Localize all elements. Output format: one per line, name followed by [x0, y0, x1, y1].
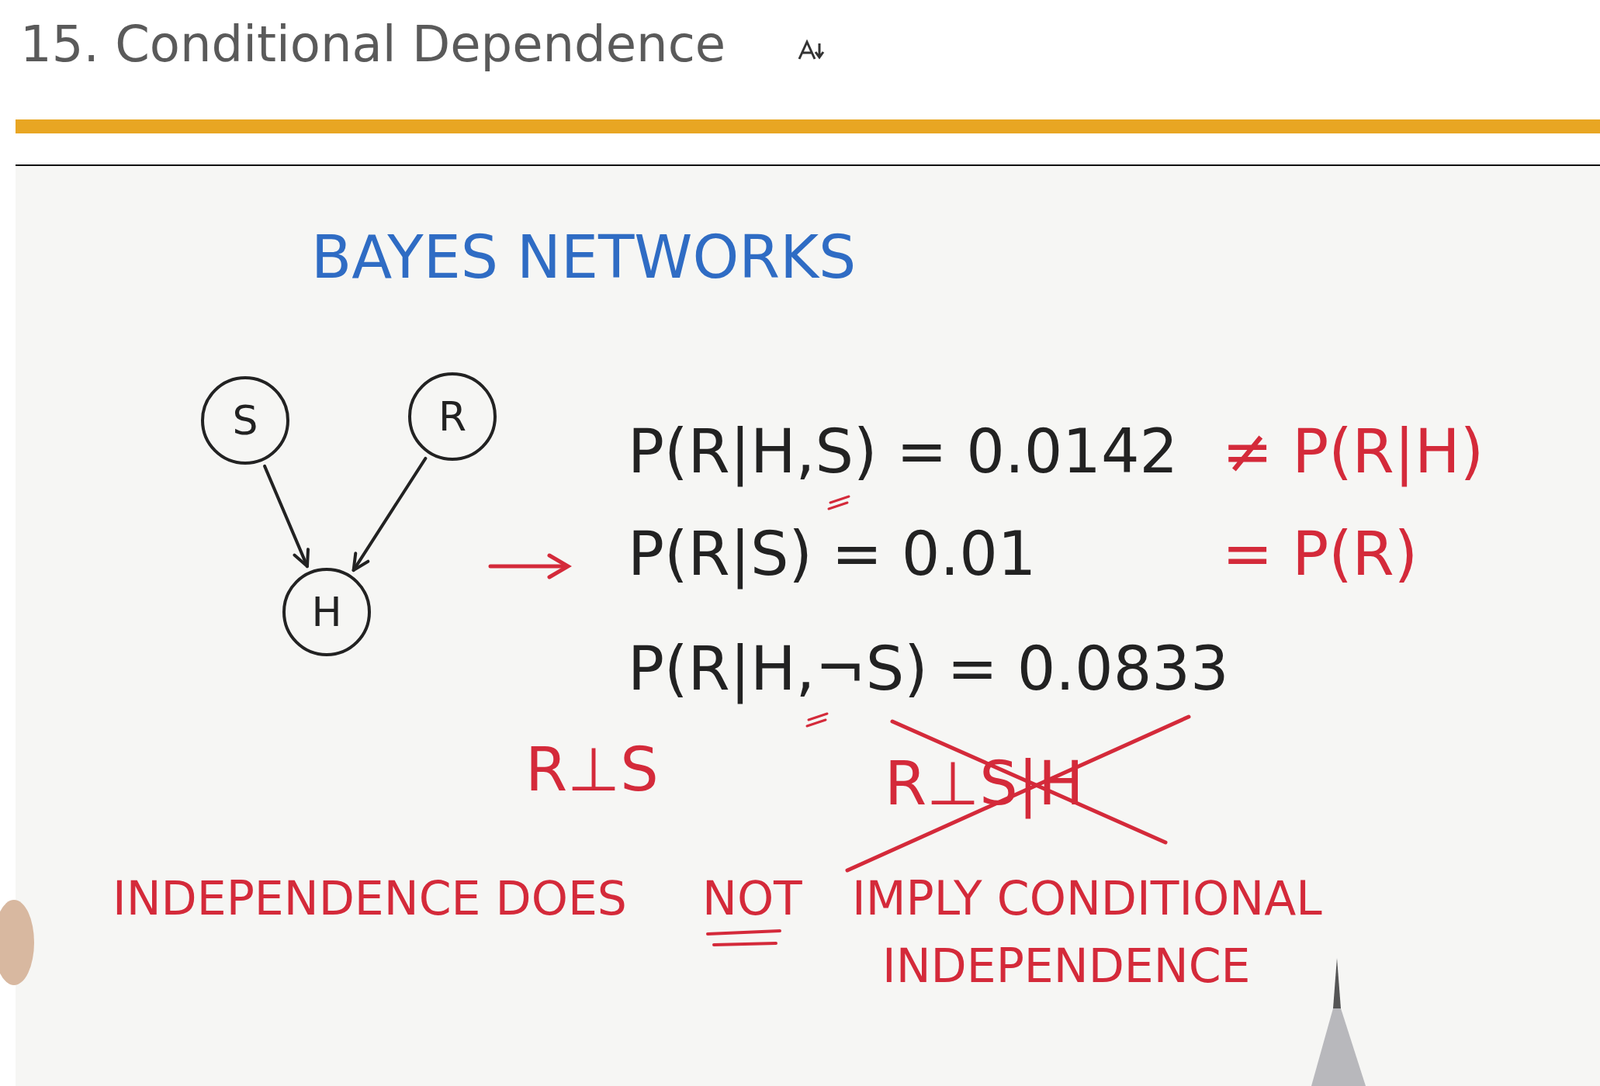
- equation: P(R|S) = 0.01: [627, 521, 1037, 589]
- variable-name: R: [438, 396, 467, 437]
- board-ground: [15, 165, 1600, 1086]
- pointer-arrow: [490, 555, 568, 578]
- header-bar: [15, 119, 1600, 134]
- font-size-icon: [799, 41, 824, 59]
- arrow-line: [264, 466, 308, 567]
- equation: P(R|H,¬S) = 0.0833: [627, 636, 1230, 704]
- conclusion-text: IMPLY CONDITIONAL: [851, 872, 1323, 925]
- finger: [0, 900, 35, 986]
- double-underline: [707, 931, 780, 946]
- pen: [1311, 958, 1366, 1086]
- circle-shape: [202, 377, 288, 464]
- variable-circle: S: [200, 375, 291, 466]
- variable-circle: R: [407, 371, 498, 462]
- annotation: ≠ P(R|H): [1222, 419, 1484, 486]
- dependency-arrow: [353, 458, 426, 571]
- variable-circle: H: [281, 567, 372, 658]
- circle-label-wrap: S: [200, 375, 291, 466]
- equation: P(R|H,S) = 0.0142: [627, 419, 1178, 486]
- page-title: 15. Conditional Dependence: [20, 17, 726, 72]
- circle-label-wrap: H: [281, 567, 372, 658]
- independence-statement: R⊥S: [525, 737, 659, 804]
- crossed-statement: R⊥S|H: [884, 751, 1084, 818]
- annotation: = P(R): [1222, 521, 1418, 589]
- circle-label-wrap: R: [407, 371, 498, 462]
- circle-shape: [409, 374, 496, 460]
- arrow-head: [353, 553, 369, 571]
- conclusion-text: INDEPENDENCE: [882, 940, 1251, 992]
- arrow-head: [294, 549, 309, 567]
- heading-text: BAYES NETWORKS: [311, 225, 856, 291]
- conclusion-text: INDEPENDENCE DOES: [112, 872, 627, 925]
- variable-name: H: [311, 592, 342, 633]
- dependency-arrow: [264, 466, 309, 567]
- arrow-line: [353, 458, 426, 571]
- variable-name: S: [232, 400, 258, 441]
- cross-out: [847, 716, 1189, 871]
- circle-shape: [283, 569, 370, 655]
- conclusion-emphasis: NOT: [702, 872, 803, 925]
- board-top-line: [15, 164, 1600, 167]
